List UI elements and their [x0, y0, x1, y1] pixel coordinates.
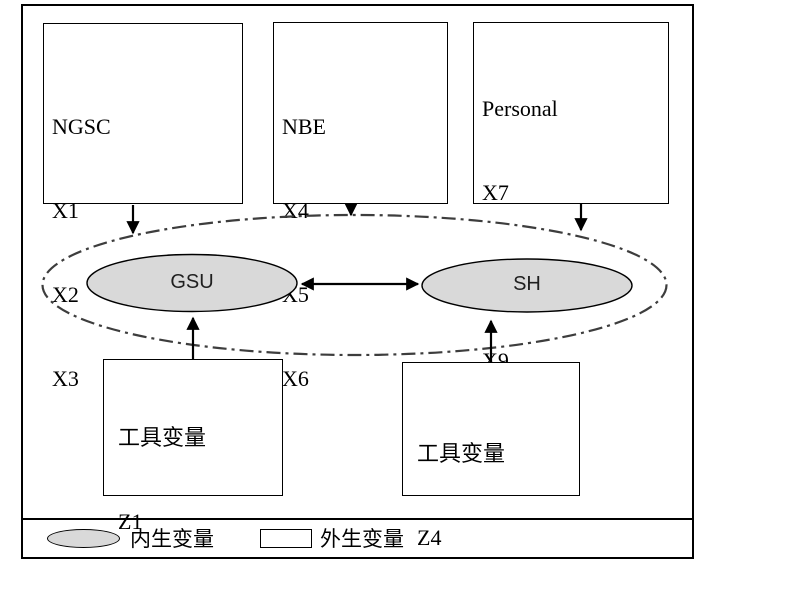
box-instruments-sh-item: Z4 — [417, 525, 442, 550]
legend-endogenous-ellipse-swatch — [47, 529, 120, 548]
ellipse-sh-label: SH — [513, 273, 541, 295]
box-instruments-gsu: 工具变量 Z1 Z2 Z3 — [103, 359, 283, 598]
box-nbe-item: X5 — [282, 282, 309, 307]
box-ngsc-label: NGSC — [52, 114, 111, 139]
box-nbe-label: NBE — [282, 114, 326, 139]
box-instruments-gsu-label: 工具变量 — [118, 425, 207, 450]
legend-exogenous-label: 外生变量 — [320, 527, 404, 551]
legend-exogenous-rect-swatch — [260, 529, 312, 548]
box-ngsc: NGSC X1 X2 X3 — [43, 23, 243, 391]
box-personal-item: X7 — [482, 180, 509, 205]
figure-border — [21, 4, 694, 559]
box-nbe: NBE X4 X5 X6 — [273, 22, 448, 391]
box-instruments-gsu-item: Z2 — [118, 592, 282, 598]
ellipse-gsu-label: GSU — [170, 271, 214, 293]
legend-endogenous-label: 内生变量 — [130, 527, 214, 551]
box-instruments-sh: 工具变量 Z4 Z5 — [402, 362, 580, 550]
box-instruments-sh-label: 工具变量 — [417, 441, 506, 466]
box-personal: Personal X7 X8 X9 — [473, 22, 669, 373]
box-ngsc-item: X1 — [52, 198, 79, 223]
box-nbe-item: X6 — [282, 366, 309, 391]
box-personal-label: Personal — [482, 96, 558, 121]
box-ngsc-item: X3 — [52, 366, 79, 391]
legend-separator-line — [21, 518, 694, 520]
box-nbe-item: X4 — [282, 198, 309, 223]
box-instruments-gsu-item: Z1 — [118, 509, 143, 534]
